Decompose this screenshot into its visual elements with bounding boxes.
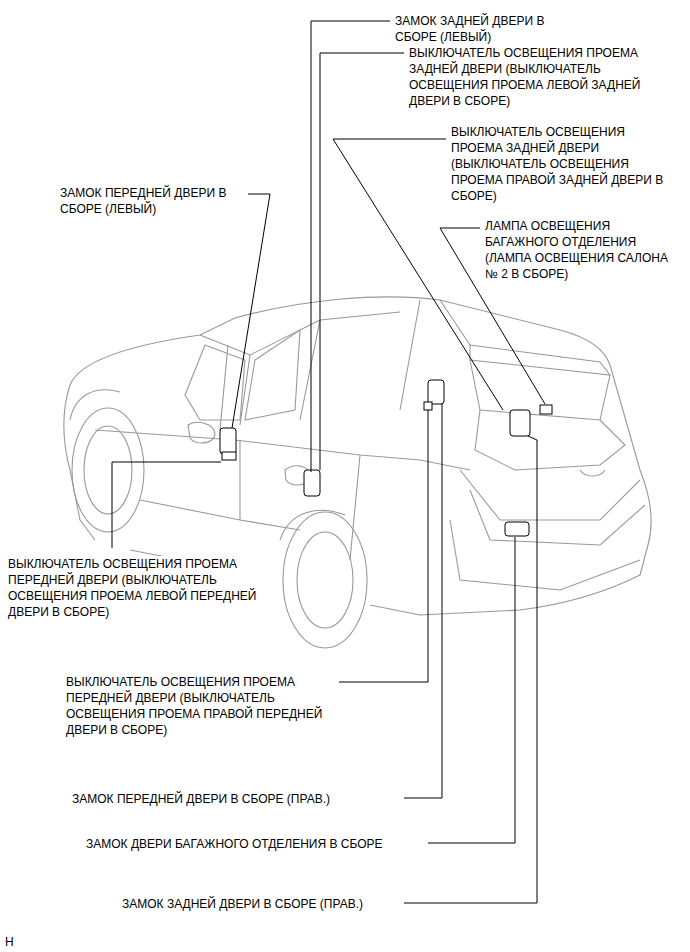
part-label: ЛАМПА ОСВЕЩЕНИЯ БАГАЖНОГО ОТДЕЛЕНИЯ (ЛАМ…	[483, 218, 683, 282]
part-label: ЗАМОК ДВЕРИ БАГАЖНОГО ОТДЕЛЕНИЯ В СБОРЕ	[84, 836, 385, 852]
part-label: ЗАМОК ПЕРЕДНЕЙ ДВЕРИ В СБОРЕ (ЛЕВЫЙ)	[58, 185, 248, 217]
part-label: ВЫКЛЮЧАТЕЛЬ ОСВЕЩЕНИЯ ПРОЕМА ЗАДНЕЙ ДВЕР…	[449, 124, 681, 204]
part-symbols	[220, 380, 552, 536]
part-label: ВЫКЛЮЧАТЕЛЬ ОСВЕЩЕНИЯ ПРОЕМА ЗАДНЕЙ ДВЕР…	[407, 45, 657, 109]
part-label: ВЫКЛЮЧАТЕЛЬ ОСВЕЩЕНИЯ ПРОЕМА ПЕРЕДНЕЙ ДВ…	[64, 674, 339, 738]
part-label: ЗАМОК ЗАДНЕЙ ДВЕРИ В СБОРЕ (ПРАВ.)	[120, 896, 365, 912]
figure-code: H	[3, 934, 16, 950]
part-label: ЗАМОК ЗАДНЕЙ ДВЕРИ В СБОРЕ (ЛЕВЫЙ)	[393, 13, 583, 45]
part-label: ЗАМОК ПЕРЕДНЕЙ ДВЕРИ В СБОРЕ (ПРАВ.)	[70, 791, 332, 807]
part-label: ВЫКЛЮЧАТЕЛЬ ОСВЕЩЕНИЯ ПРОЕМА ПЕРЕДНЕЙ ДВ…	[6, 556, 266, 620]
